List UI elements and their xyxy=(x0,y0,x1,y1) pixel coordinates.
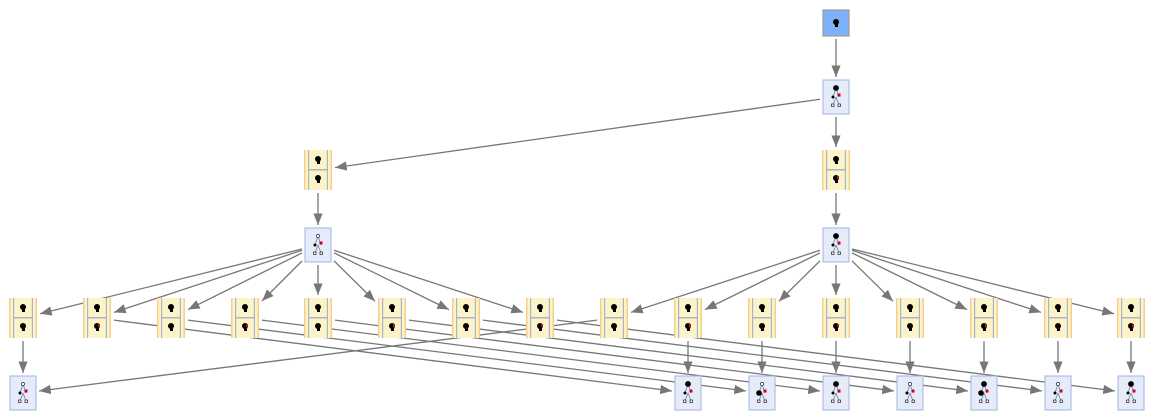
edge-tR-q13 xyxy=(851,252,968,311)
edge-q3-b3 xyxy=(261,319,821,395)
edge-q6-b6 xyxy=(482,319,1043,395)
edge-q5-b5 xyxy=(408,319,969,395)
node-panel-q3[interactable] xyxy=(231,298,259,338)
node-tree-b1[interactable] xyxy=(674,375,702,411)
edge-tL-q7 xyxy=(333,249,524,314)
edge-tR-q9 xyxy=(704,252,821,311)
node-panel-q11[interactable] xyxy=(822,298,850,338)
node-tree-tL[interactable] xyxy=(304,227,332,263)
node-panel-q12[interactable] xyxy=(896,298,924,338)
node-root-root[interactable] xyxy=(822,9,850,37)
node-panel-q0[interactable] xyxy=(9,298,37,338)
node-panel-q4[interactable] xyxy=(304,298,332,338)
edge-tR-q12 xyxy=(851,260,894,302)
node-panel-q15[interactable] xyxy=(1117,298,1145,338)
edge-q2-b2 xyxy=(187,319,747,395)
nodes-layer xyxy=(9,9,1145,411)
node-tree-b6[interactable] xyxy=(1044,375,1072,411)
node-tree-b2[interactable] xyxy=(748,375,776,411)
node-panel-q14[interactable] xyxy=(1044,298,1072,338)
edge-tL-q1 xyxy=(113,249,303,314)
edge-tL-q3 xyxy=(261,260,303,302)
node-tree-b3[interactable] xyxy=(822,375,850,411)
node-tree-b7[interactable] xyxy=(1117,375,1145,411)
edge-q7-b7 xyxy=(556,319,1116,395)
edge-tL-q5 xyxy=(333,260,376,302)
node-panel-q8[interactable] xyxy=(600,298,628,338)
edge-q4-b4 xyxy=(334,319,895,395)
node-panel-q6[interactable] xyxy=(452,298,480,338)
node-panel-q5[interactable] xyxy=(378,298,406,338)
node-panel-q9[interactable] xyxy=(674,298,702,338)
edge-q1-b1 xyxy=(113,319,673,395)
node-tree-b5[interactable] xyxy=(970,375,998,411)
edge-tR-q10 xyxy=(778,260,821,302)
edge-tL-q2 xyxy=(187,252,303,311)
node-tree-t1[interactable] xyxy=(822,79,850,115)
node-panel-q13[interactable] xyxy=(970,298,998,338)
edge-tR-q14 xyxy=(851,249,1042,314)
node-panel-q7[interactable] xyxy=(526,298,554,338)
node-tree-b4[interactable] xyxy=(896,375,924,411)
node-panel-q10[interactable] xyxy=(748,298,776,338)
edge-tL-q6 xyxy=(333,252,450,311)
node-panel-q2[interactable] xyxy=(157,298,185,338)
node-tree-b0[interactable] xyxy=(9,375,37,411)
edge-t1-pL xyxy=(334,98,821,171)
node-panel-pR[interactable] xyxy=(822,150,850,190)
node-panel-q1[interactable] xyxy=(83,298,111,338)
node-tree-tR[interactable] xyxy=(822,227,850,263)
node-panel-pL[interactable] xyxy=(304,150,332,190)
edges-layer xyxy=(18,39,1136,395)
edge-tR-q8 xyxy=(630,249,821,314)
